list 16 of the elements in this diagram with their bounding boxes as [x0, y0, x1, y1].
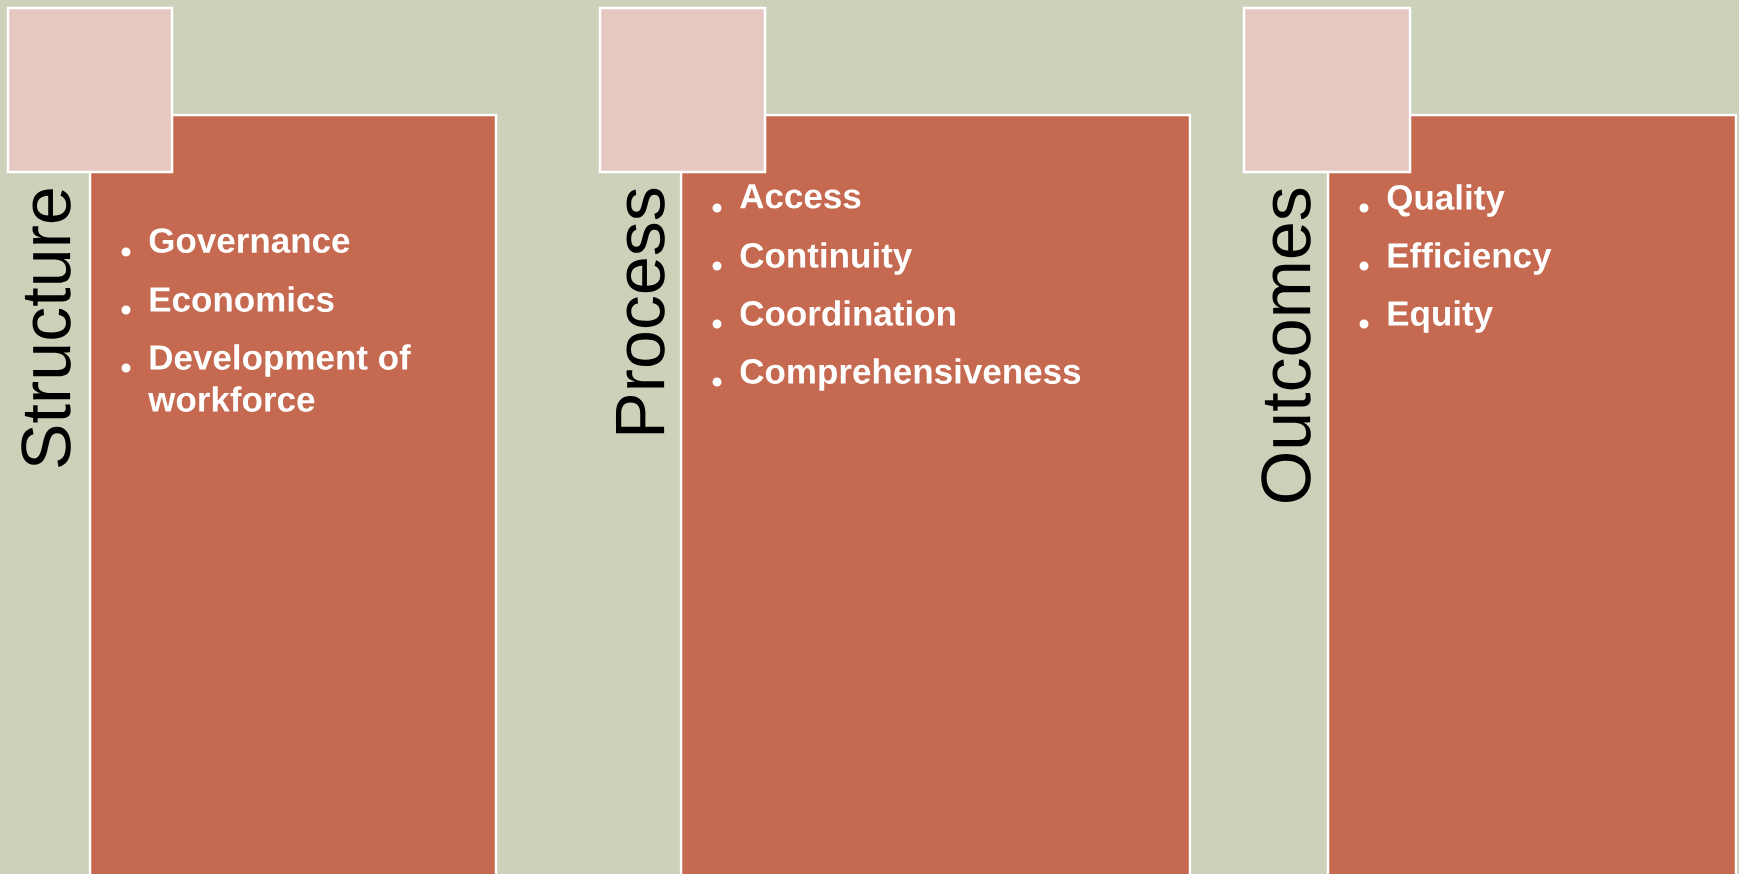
bullet-item: Comprehensiveness [740, 358, 1081, 391]
square-box [598, 6, 767, 174]
square-box [6, 6, 174, 174]
square-box [1242, 6, 1412, 174]
bullet-item: Equity [1388, 300, 1493, 333]
column-title: Process [616, 188, 665, 434]
bullet-item: Continuity [740, 242, 913, 275]
column-title: Outcomes [1261, 188, 1311, 502]
bullet-item: Quality [1387, 184, 1505, 217]
column-title: Structure [21, 189, 71, 467]
bullet-item: Governance [149, 228, 350, 253]
bullet-item: Economics [150, 286, 334, 312]
bullet-item: Development of workforce [148, 344, 411, 412]
bullet-item: Coordination [740, 300, 955, 326]
bullet-item: Access [740, 184, 861, 209]
bullet-item: Efficiency [1388, 242, 1552, 275]
